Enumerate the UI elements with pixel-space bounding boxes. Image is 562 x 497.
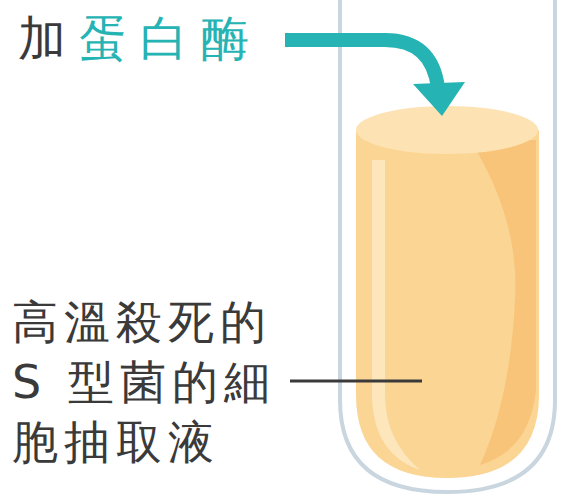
liquid-highlight: [372, 160, 420, 470]
liquid-surface: [356, 106, 538, 154]
leader-line: [290, 380, 422, 383]
test-tube-glass: [340, 0, 555, 492]
add-arrowhead: [413, 82, 465, 116]
action-label: 加: [18, 8, 79, 68]
liquid-body: [356, 130, 539, 478]
liquid-shade: [470, 140, 536, 465]
extract-label: 高溫殺死的 S 型菌的細胞抽取液: [12, 292, 287, 472]
enzyme-label: 蛋白酶: [79, 8, 262, 68]
add-arrow: [285, 40, 438, 88]
